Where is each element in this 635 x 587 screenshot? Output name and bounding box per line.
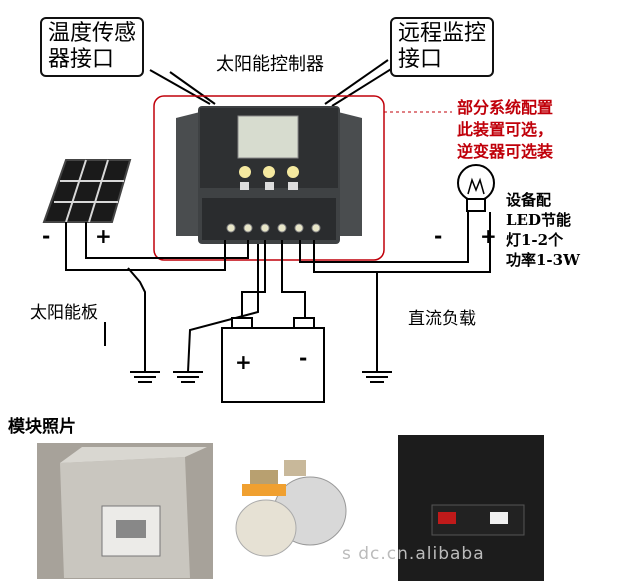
- solar-panel-label: 太阳能板: [30, 303, 98, 323]
- lamp-plus-sign: +: [480, 224, 497, 248]
- terminal-block: [226, 223, 321, 233]
- optional-note-line-2: 此装置可选，: [457, 120, 554, 139]
- led-load-note: 设备配 LED节能 灯1-2个 功率1-3W: [506, 190, 580, 270]
- remote-callout-pointer-2: [331, 65, 397, 107]
- optional-note-line-1: 部分系统配置: [457, 98, 554, 117]
- battery-plus-sign: +: [235, 350, 252, 374]
- solar-panel-graphic: [42, 159, 132, 223]
- load-note-line-4: 功率1-3W: [506, 251, 580, 269]
- dc-load-label: 直流负载: [408, 309, 476, 329]
- photo-battery: [398, 435, 544, 581]
- button-3: [287, 166, 299, 178]
- photo-led-bulbs: [234, 443, 352, 579]
- lamp-minus-sign: -: [434, 224, 443, 248]
- wires: [65, 212, 491, 383]
- load-note-line-1: 设备配: [506, 191, 552, 209]
- optional-config-note: 部分系统配置 此装置可选， 逆变器可选装: [457, 97, 553, 163]
- panel-plus-sign: +: [95, 224, 112, 248]
- watermark: s dc.cn.alibaba: [342, 544, 485, 564]
- remote-monitor-callout: 远程监控 接口: [390, 17, 495, 77]
- temp-sensor-line-2: 器接口: [48, 47, 115, 72]
- led-lamp-graphic: [457, 164, 495, 212]
- temp-sensor-line-1: 温度传感: [48, 21, 137, 46]
- lcd-display: [237, 115, 299, 159]
- battery-graphic: [221, 317, 325, 403]
- indicator-1: [240, 182, 249, 190]
- optional-config-box: [153, 95, 385, 261]
- load-note-line-2: LED节能: [506, 211, 571, 229]
- temp-callout-pointer-2: [169, 71, 216, 105]
- load-note-line-3: 灯1-2个: [506, 231, 564, 249]
- indicator-2: [265, 182, 274, 190]
- optional-note-line-3: 逆变器可选装: [457, 142, 554, 161]
- module-photos-label: 模块照片: [8, 417, 76, 437]
- controller-title: 太阳能控制器: [216, 54, 324, 75]
- button-1: [239, 166, 251, 178]
- solar-controller: [176, 106, 362, 244]
- panel-minus-sign: -: [42, 224, 51, 248]
- photo-enclosure: [37, 443, 213, 579]
- battery-minus-sign: -: [299, 346, 308, 370]
- remote-monitor-line-1: 远程监控: [398, 21, 487, 46]
- button-2: [263, 166, 275, 178]
- remote-monitor-line-2: 接口: [398, 47, 443, 72]
- temp-callout-pointer: [149, 69, 211, 105]
- indicator-3: [288, 182, 298, 190]
- temp-sensor-callout: 温度传感 器接口: [40, 17, 145, 77]
